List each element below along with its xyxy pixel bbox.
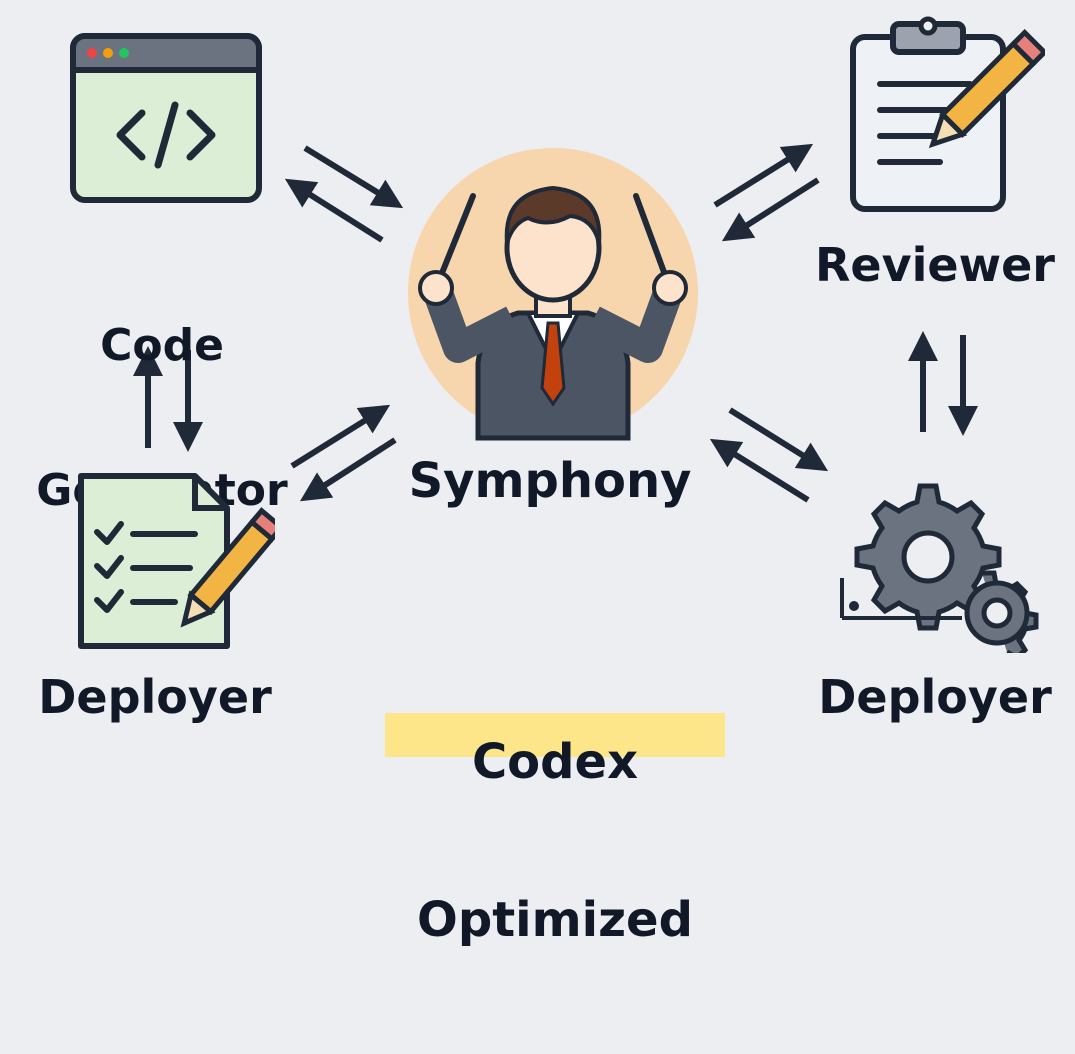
conductor-avatar-icon — [408, 148, 698, 441]
code-generator-label-line1: Code — [100, 319, 224, 371]
deployer-right-label: Deployer — [818, 670, 1052, 724]
arrow-deployer-to-conductor — [290, 404, 391, 469]
clipboard-pencil-icon — [850, 16, 1045, 212]
checklist-pencil-icon — [78, 473, 275, 649]
footer-line1: Codex — [471, 733, 639, 790]
arrow-conductor-to-reviewer — [713, 143, 814, 208]
arrow-conductor-to-codegen — [284, 178, 384, 243]
arrow-reviewer-to-conductor — [721, 177, 820, 242]
footer-label: Codex Optimized — [380, 630, 730, 1052]
code-window-icon — [70, 33, 262, 203]
footer-highlight — [385, 713, 725, 757]
footer-line2: Optimized — [417, 891, 693, 948]
reviewer-label: Reviewer — [815, 238, 1055, 292]
symphony-label: Symphony — [408, 453, 692, 509]
gears-icon — [840, 483, 1039, 653]
arrow-deployer-right-to-conductor — [709, 438, 810, 503]
deployer-left-label: Deployer — [38, 670, 272, 724]
arrow-codegen-to-conductor — [303, 145, 404, 209]
diagram: Code Generator Reviewer — [36, 16, 1055, 946]
connection-arrows — [133, 143, 978, 503]
arrow-conductor-to-deployer — [299, 437, 397, 502]
arrow-conductor-to-deployer-right — [728, 407, 829, 472]
